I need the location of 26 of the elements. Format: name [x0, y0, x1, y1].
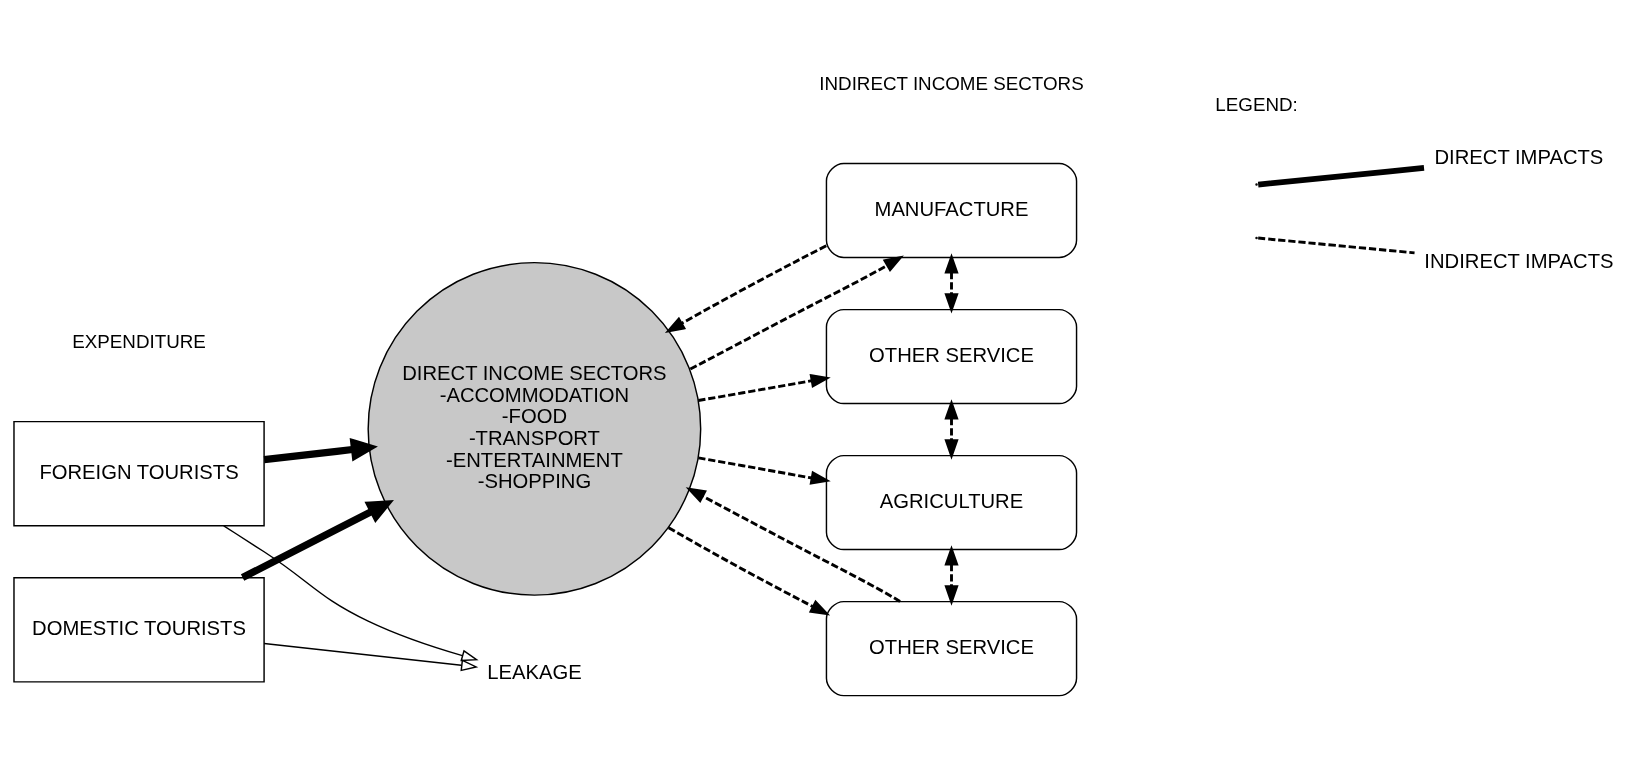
arrow — [698, 456, 831, 485]
legend-label: INDIRECT IMPACTS — [1424, 249, 1614, 272]
node-box: OTHER SERVICE — [825, 600, 1078, 697]
node-box: MANUFACTURE — [825, 162, 1078, 259]
arrow — [263, 642, 479, 672]
arrow — [263, 437, 378, 464]
arrow — [698, 373, 831, 402]
legend-label: DIRECT IMPACTS — [1434, 145, 1604, 168]
node-circle: DIRECT INCOME SECTORS -ACCOMMODATION -FOOD -TRANSPORT -ENTERTAINMENT -SHOPPING — [367, 261, 702, 596]
arrow — [223, 525, 479, 662]
arrow — [944, 399, 959, 460]
node-box: OTHER SERVICE — [825, 308, 1078, 405]
arrow — [689, 255, 904, 371]
arrow — [240, 500, 394, 581]
arrow — [664, 244, 827, 333]
arrow — [944, 253, 959, 314]
arrow — [944, 545, 959, 606]
node-box: FOREIGN TOURISTS — [13, 420, 265, 527]
node-text: LEAKAGE — [487, 660, 582, 683]
label: INDIRECT INCOME SECTORS — [819, 72, 1084, 94]
label: LEGEND: — [1215, 94, 1298, 116]
arrow — [685, 487, 901, 603]
arrow — [667, 526, 831, 616]
label: EXPENDITURE — [72, 331, 206, 353]
node-box: DOMESTIC TOURISTS — [13, 577, 265, 683]
node-box: AGRICULTURE — [825, 454, 1078, 551]
